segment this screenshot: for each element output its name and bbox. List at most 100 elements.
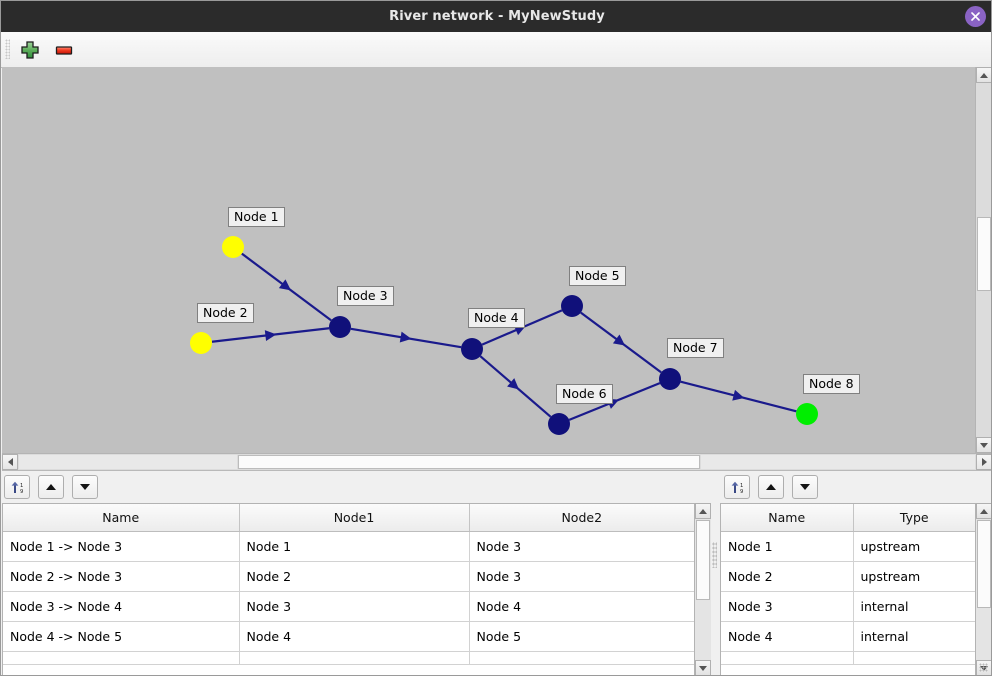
- table-row-empty[interactable]: [721, 652, 975, 665]
- network-canvas[interactable]: Node 1 Node 2 Node 3 Node 4 Node 5 Node 6 Node…: [2, 67, 976, 453]
- scroll-down-button[interactable]: [976, 437, 992, 453]
- graph-horizontal-scrollbar[interactable]: [2, 453, 992, 471]
- table-cell[interactable]: Node 4: [239, 622, 469, 652]
- node-table-row[interactable]: Node 3internal: [721, 592, 975, 622]
- graph-node-label-node1[interactable]: Node 1: [228, 207, 285, 227]
- graph-hscroll-thumb[interactable]: [238, 455, 700, 469]
- graph-node-node3[interactable]: [329, 316, 351, 338]
- graph-panel: Node 1 Node 2 Node 3 Node 4 Node 5 Node 6 Node…: [2, 67, 992, 453]
- reach-table-row[interactable]: Node 3 -> Node 4Node 3Node 4: [3, 592, 694, 622]
- nodes-scroll-up-button[interactable]: [976, 503, 992, 519]
- reaches-scroll-up-button[interactable]: [695, 503, 711, 519]
- table-cell[interactable]: Node 1: [721, 532, 853, 562]
- reach-table-row[interactable]: Node 2 -> Node 3Node 2Node 3: [3, 562, 694, 592]
- graph-node-label-node2[interactable]: Node 2: [197, 303, 254, 323]
- svg-text:9: 9: [740, 489, 743, 495]
- close-glyph: [971, 12, 980, 21]
- nodes-move-down-button[interactable]: [792, 475, 818, 499]
- scroll-up-button[interactable]: [976, 67, 992, 83]
- graph-hscroll-track-left[interactable]: [19, 455, 237, 469]
- nodes-body: Node 1upstreamNode 2upstreamNode 3intern…: [721, 532, 975, 665]
- graph-vscroll-thumb[interactable]: [977, 217, 991, 291]
- table-cell[interactable]: Node 2: [239, 562, 469, 592]
- reach-table-row[interactable]: Node 1 -> Node 3Node 1Node 3: [3, 532, 694, 562]
- reaches-vscroll-thumb[interactable]: [696, 520, 710, 600]
- reaches-toolbar: 1 9: [2, 472, 711, 503]
- nodes-move-up-button[interactable]: [758, 475, 784, 499]
- table-cell[interactable]: Node 1 -> Node 3: [3, 532, 239, 562]
- table-cell[interactable]: upstream: [853, 532, 975, 562]
- graph-node-node8[interactable]: [796, 403, 818, 425]
- reaches-move-down-button[interactable]: [72, 475, 98, 499]
- graph-node-label-node7[interactable]: Node 7: [667, 338, 724, 358]
- nodes-table-container: NameType Node 1upstreamNode 2upstreamNod…: [720, 503, 992, 676]
- graph-node-node6[interactable]: [548, 413, 570, 435]
- nodes-vertical-scrollbar[interactable]: [976, 503, 992, 676]
- reaches-vertical-scrollbar[interactable]: [695, 503, 711, 676]
- node-table-row[interactable]: Node 2upstream: [721, 562, 975, 592]
- table-cell[interactable]: [239, 652, 469, 665]
- table-cell[interactable]: Node 3: [239, 592, 469, 622]
- table-cell[interactable]: [469, 652, 694, 665]
- table-cell[interactable]: [3, 652, 239, 665]
- table-cell[interactable]: Node 2: [721, 562, 853, 592]
- table-cell[interactable]: Node 3 -> Node 4: [3, 592, 239, 622]
- graph-node-label-node6[interactable]: Node 6: [556, 384, 613, 404]
- table-row-empty[interactable]: [3, 652, 694, 665]
- reaches-scroll-down-button[interactable]: [695, 660, 711, 676]
- sort-ascending-icon: 1 9: [10, 480, 25, 495]
- table-cell[interactable]: Node 4: [469, 592, 694, 622]
- graph-hscroll-track-right[interactable]: [701, 455, 975, 469]
- table-cell[interactable]: [721, 652, 853, 665]
- graph-node-node7[interactable]: [659, 368, 681, 390]
- table-cell[interactable]: upstream: [853, 562, 975, 592]
- table-cell[interactable]: Node 2 -> Node 3: [3, 562, 239, 592]
- reach-table-row[interactable]: Node 4 -> Node 5Node 4Node 5: [3, 622, 694, 652]
- window-resize-grip[interactable]: [979, 663, 988, 672]
- table-cell[interactable]: Node 5: [469, 622, 694, 652]
- table-cell[interactable]: Node 3: [469, 532, 694, 562]
- nodes-vscroll-thumb[interactable]: [977, 520, 991, 608]
- scroll-left-button[interactable]: [2, 454, 18, 470]
- svg-text:9: 9: [20, 489, 23, 495]
- nodes-sort-button[interactable]: 1 9: [724, 475, 750, 499]
- nodes-table-viewport[interactable]: NameType Node 1upstreamNode 2upstreamNod…: [720, 503, 976, 676]
- graph-node-label-node8[interactable]: Node 8: [803, 374, 860, 394]
- column-header-type[interactable]: Type: [853, 504, 975, 532]
- graph-node-node1[interactable]: [222, 236, 244, 258]
- graph-node-node4[interactable]: [461, 338, 483, 360]
- column-header-name[interactable]: Name: [721, 504, 853, 532]
- reaches-table-viewport[interactable]: NameNode1Node2 Node 1 -> Node 3Node 1Nod…: [2, 503, 695, 676]
- delete-minus-icon[interactable]: [53, 39, 75, 61]
- table-cell[interactable]: [853, 652, 975, 665]
- graph-node-node5[interactable]: [561, 295, 583, 317]
- graph-node-label-node3[interactable]: Node 3: [337, 286, 394, 306]
- close-icon[interactable]: [965, 6, 986, 27]
- graph-node-label-node5[interactable]: Node 5: [569, 266, 626, 286]
- table-cell[interactable]: Node 3: [721, 592, 853, 622]
- arrow-up-icon: [980, 73, 988, 78]
- graph-vertical-scrollbar[interactable]: [975, 67, 992, 453]
- delete-minus-glyph: [53, 39, 75, 61]
- table-cell[interactable]: Node 4: [721, 622, 853, 652]
- scroll-right-button[interactable]: [976, 454, 992, 470]
- node-table-row[interactable]: Node 1upstream: [721, 532, 975, 562]
- reaches-sort-button[interactable]: 1 9: [4, 475, 30, 499]
- column-header-node2[interactable]: Node2: [469, 504, 694, 532]
- nodes-pane-drag-handle[interactable]: [712, 542, 717, 568]
- add-plus-icon[interactable]: [19, 39, 41, 61]
- edge-arrowhead: [265, 329, 277, 341]
- node-table-row[interactable]: Node 4internal: [721, 622, 975, 652]
- table-cell[interactable]: internal: [853, 622, 975, 652]
- table-cell[interactable]: Node 3: [469, 562, 694, 592]
- table-cell[interactable]: Node 4 -> Node 5: [3, 622, 239, 652]
- graph-node-node2[interactable]: [190, 332, 212, 354]
- column-header-node1[interactable]: Node1: [239, 504, 469, 532]
- table-cell[interactable]: Node 1: [239, 532, 469, 562]
- reaches-table-container: NameNode1Node2 Node 1 -> Node 3Node 1Nod…: [2, 503, 711, 676]
- table-cell[interactable]: internal: [853, 592, 975, 622]
- toolbar-drag-handle[interactable]: [5, 39, 10, 59]
- reaches-move-up-button[interactable]: [38, 475, 64, 499]
- graph-node-label-node4[interactable]: Node 4: [468, 308, 525, 328]
- column-header-name[interactable]: Name: [3, 504, 239, 532]
